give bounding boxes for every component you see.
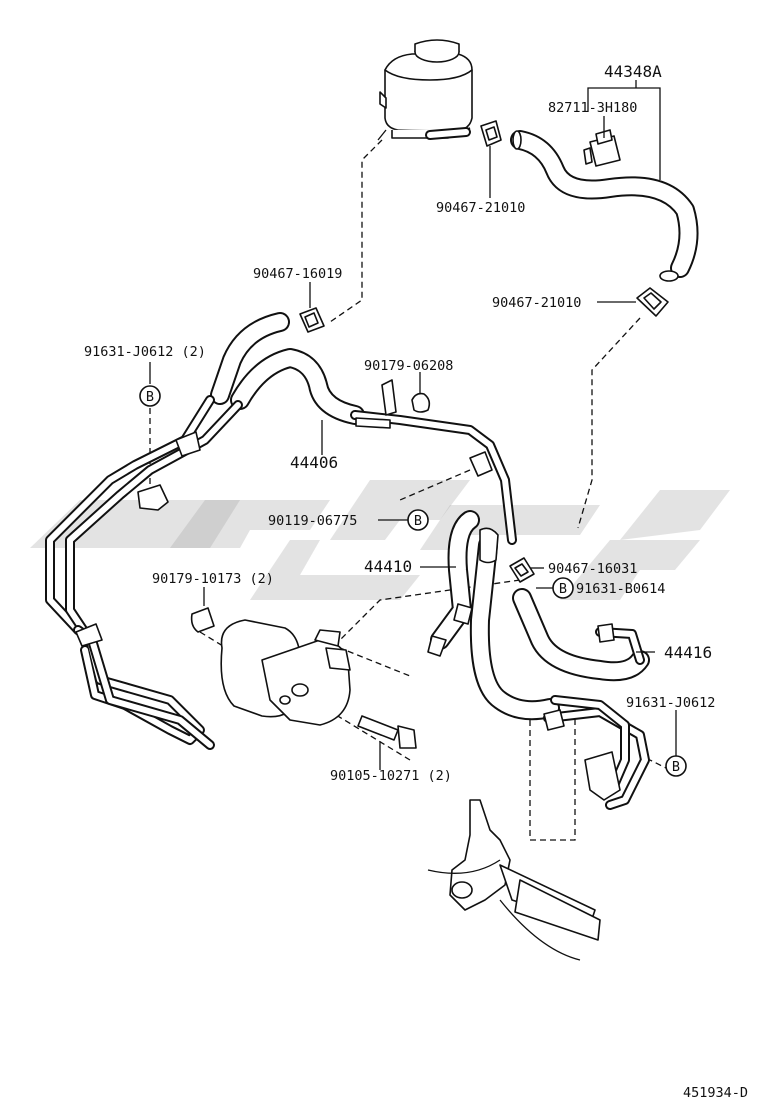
label-bolt-b: 90119-06775: [268, 513, 357, 529]
label-hose-clamp-top: 82711-3H180: [548, 100, 637, 116]
return-pipe-icon: [512, 588, 650, 810]
label-clip-right: 90467-21010: [492, 295, 581, 311]
nut-pump-icon: [190, 607, 215, 633]
callout-b-mid-label: B: [559, 581, 567, 597]
label-bolt-pump: 90105-10271 (2): [330, 768, 452, 784]
clip-left-icon: [299, 307, 325, 333]
pump-icon: [220, 619, 351, 726]
label-return-tube: 44410: [364, 557, 412, 576]
grommet-icon: [411, 392, 431, 413]
callout-b-mid: B: [552, 577, 574, 599]
hose-assembly-icon: [510, 130, 699, 282]
label-grommet: 90179-06208: [364, 358, 453, 374]
steering-rack-icon: [427, 799, 601, 961]
callout-b-bolt-label: B: [414, 513, 422, 529]
callout-b-bolt: B: [407, 509, 429, 531]
label-hose-assembly: 44348A: [604, 62, 662, 81]
label-pressure-pipe: 44406: [290, 453, 338, 472]
reservoir-tank-icon: [377, 39, 473, 141]
return-tube-icon: [427, 510, 560, 721]
clip-reservoir-icon: [480, 120, 502, 147]
callout-b-left: B: [139, 385, 161, 407]
label-nut-pump: 90179-10173 (2): [152, 571, 274, 587]
callout-b-right: B: [665, 755, 687, 777]
label-clamp-left: 91631-J0612 (2): [84, 344, 206, 360]
callout-b-right-label: B: [672, 759, 680, 775]
diagram-code: 451934-D: [683, 1085, 748, 1101]
label-return-pipe: 44416: [664, 643, 712, 662]
pressure-pipe-icon: [45, 312, 517, 750]
label-clip-reservoir: 90467-21010: [436, 200, 525, 216]
label-clamp-right: 91631-J0612: [626, 695, 715, 711]
label-clip-left: 90467-16019: [253, 266, 342, 282]
label-clamp-mid: 91631-B0614: [576, 581, 665, 597]
bolt-pump-icon: [357, 715, 417, 749]
clip-mid-icon: [509, 557, 535, 583]
label-clip-mid: 90467-16031: [548, 561, 637, 577]
callout-b-left-label: B: [146, 389, 154, 405]
clip-right-icon: [636, 287, 669, 317]
hose-clamp-icon: [583, 129, 621, 167]
